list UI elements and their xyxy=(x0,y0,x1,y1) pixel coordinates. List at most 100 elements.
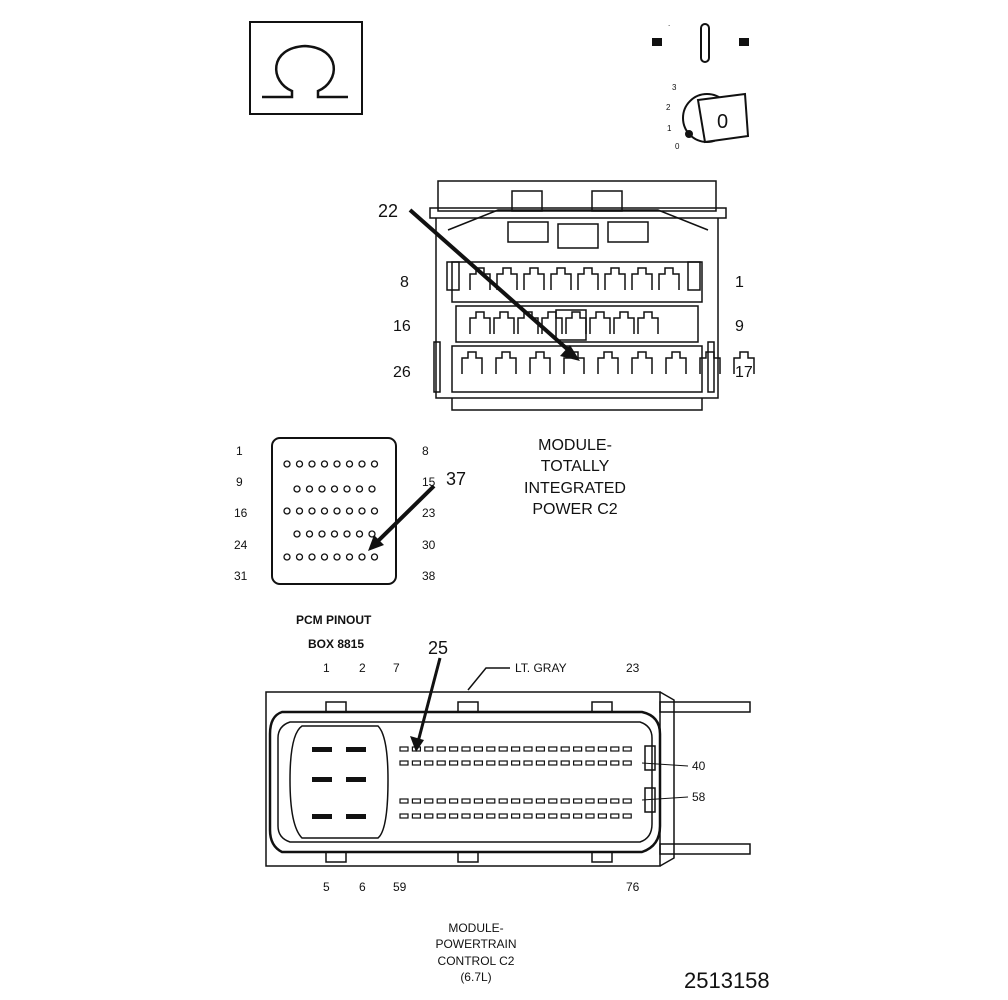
pin-dot xyxy=(345,553,354,561)
pin-dot xyxy=(333,460,341,468)
key-label: 0 xyxy=(717,111,728,133)
figure-number: 2513158 xyxy=(684,968,770,993)
signal-terminal xyxy=(610,813,620,819)
pin-dot xyxy=(308,460,316,468)
pin-dot xyxy=(320,460,329,468)
row-label-17: 17 xyxy=(735,364,753,381)
svg-text:BOX 8815: BOX 8815 xyxy=(308,637,364,651)
row-label-1: 1 xyxy=(735,274,744,291)
svg-text:INTEGRATED: INTEGRATED xyxy=(524,480,626,497)
pin-dot xyxy=(318,530,326,538)
signal-terminal xyxy=(486,798,496,804)
pin-row-label-1: 1 xyxy=(236,444,243,458)
svg-text:MODULE-: MODULE- xyxy=(538,437,612,454)
key-position-1: 1 xyxy=(667,124,672,133)
signal-terminal xyxy=(486,746,496,752)
signal-terminal xyxy=(523,746,533,752)
cavity-cell xyxy=(665,351,687,374)
pin-dot xyxy=(295,460,304,468)
power-terminal xyxy=(312,747,332,752)
connector-top xyxy=(429,180,755,411)
pin-dot xyxy=(370,553,379,561)
signal-terminal xyxy=(436,760,446,766)
pin-dot xyxy=(343,485,351,493)
pin-dot xyxy=(345,460,354,468)
signal-terminal xyxy=(411,813,421,819)
connector-pcm xyxy=(265,691,751,867)
pcm-bottom-76: 76 xyxy=(626,880,640,894)
cavity-cell xyxy=(541,311,563,334)
omega-connector-symbol-icon xyxy=(249,21,363,115)
pcm-bottom-6: 6 xyxy=(359,880,366,894)
signal-terminal xyxy=(585,746,595,752)
signal-terminal xyxy=(535,760,546,766)
pcm-bottom-5: 5 xyxy=(323,880,330,894)
cavity-cell xyxy=(637,311,659,334)
connector-pins xyxy=(271,437,397,585)
pin-dot xyxy=(330,530,339,538)
signal-terminal xyxy=(411,760,421,766)
signal-terminal xyxy=(535,813,546,819)
signal-terminal xyxy=(610,798,620,804)
key-position-2: 2 xyxy=(666,103,671,112)
cavity-cell xyxy=(565,311,587,334)
pin-dot xyxy=(320,507,329,515)
signal-terminal xyxy=(449,798,459,804)
pin-dot xyxy=(330,485,339,493)
svg-text:TOTALLY: TOTALLY xyxy=(541,458,610,475)
signal-terminal xyxy=(486,760,496,766)
cavity-cell xyxy=(597,351,619,374)
power-terminal xyxy=(346,777,366,782)
signal-terminal xyxy=(498,798,508,804)
pin-dot xyxy=(293,485,301,493)
pcm-side-58: 58 xyxy=(692,790,706,804)
key-position-3: 3 xyxy=(672,83,677,92)
signal-terminal xyxy=(572,798,583,804)
signal-terminal xyxy=(548,746,558,752)
pin-dot xyxy=(305,530,314,538)
module-tipm-label: MODULE- TOTALLY INTEGRATED POWER C2 xyxy=(524,437,626,518)
pin-dot xyxy=(308,553,316,561)
cavity-cell xyxy=(523,267,545,290)
signal-terminal xyxy=(523,798,533,804)
signal-terminal xyxy=(560,798,570,804)
lt-gray-label: LT. GRAY xyxy=(515,661,567,675)
signal-terminal xyxy=(424,798,434,804)
signal-terminal xyxy=(449,813,459,819)
pin-dot xyxy=(293,530,301,538)
callout-58-leader xyxy=(641,796,689,801)
signal-terminal xyxy=(622,813,632,819)
signal-terminal xyxy=(424,760,434,766)
pin-dot xyxy=(283,460,291,468)
signal-terminal xyxy=(399,746,409,752)
row-label-26: 26 xyxy=(393,364,411,381)
cavity-cell xyxy=(493,311,515,334)
pin-row-label-23: 23 xyxy=(422,506,436,520)
signal-terminal xyxy=(436,798,446,804)
cavity-cell xyxy=(631,267,653,290)
pin-row-label-30: 30 xyxy=(422,538,436,552)
signal-terminal xyxy=(399,760,409,766)
cavity-cell xyxy=(577,267,599,290)
signal-terminal xyxy=(399,798,409,804)
signal-terminal xyxy=(436,813,446,819)
signal-terminal xyxy=(523,813,533,819)
pcm-side-40: 40 xyxy=(692,759,706,773)
pin-row-label-31: 31 xyxy=(234,569,248,583)
pin-dot xyxy=(283,553,291,561)
signal-terminal xyxy=(597,813,608,819)
signal-terminal xyxy=(498,746,508,752)
pcm-top-7: 7 xyxy=(393,661,400,675)
callout-40-leader xyxy=(641,762,689,767)
signal-terminal xyxy=(535,746,546,752)
cavity-cell xyxy=(613,311,635,334)
callout-25-arrowhead xyxy=(410,736,424,752)
cavity-cell xyxy=(589,311,611,334)
pin-row-label-16: 16 xyxy=(234,506,248,520)
svg-text:POWERTRAIN: POWERTRAIN xyxy=(435,937,516,951)
cavity-cell xyxy=(604,267,626,290)
signal-terminal xyxy=(436,746,446,752)
signal-terminal xyxy=(461,813,471,819)
row-label-16: 16 xyxy=(393,318,411,335)
pin-dot xyxy=(343,530,351,538)
